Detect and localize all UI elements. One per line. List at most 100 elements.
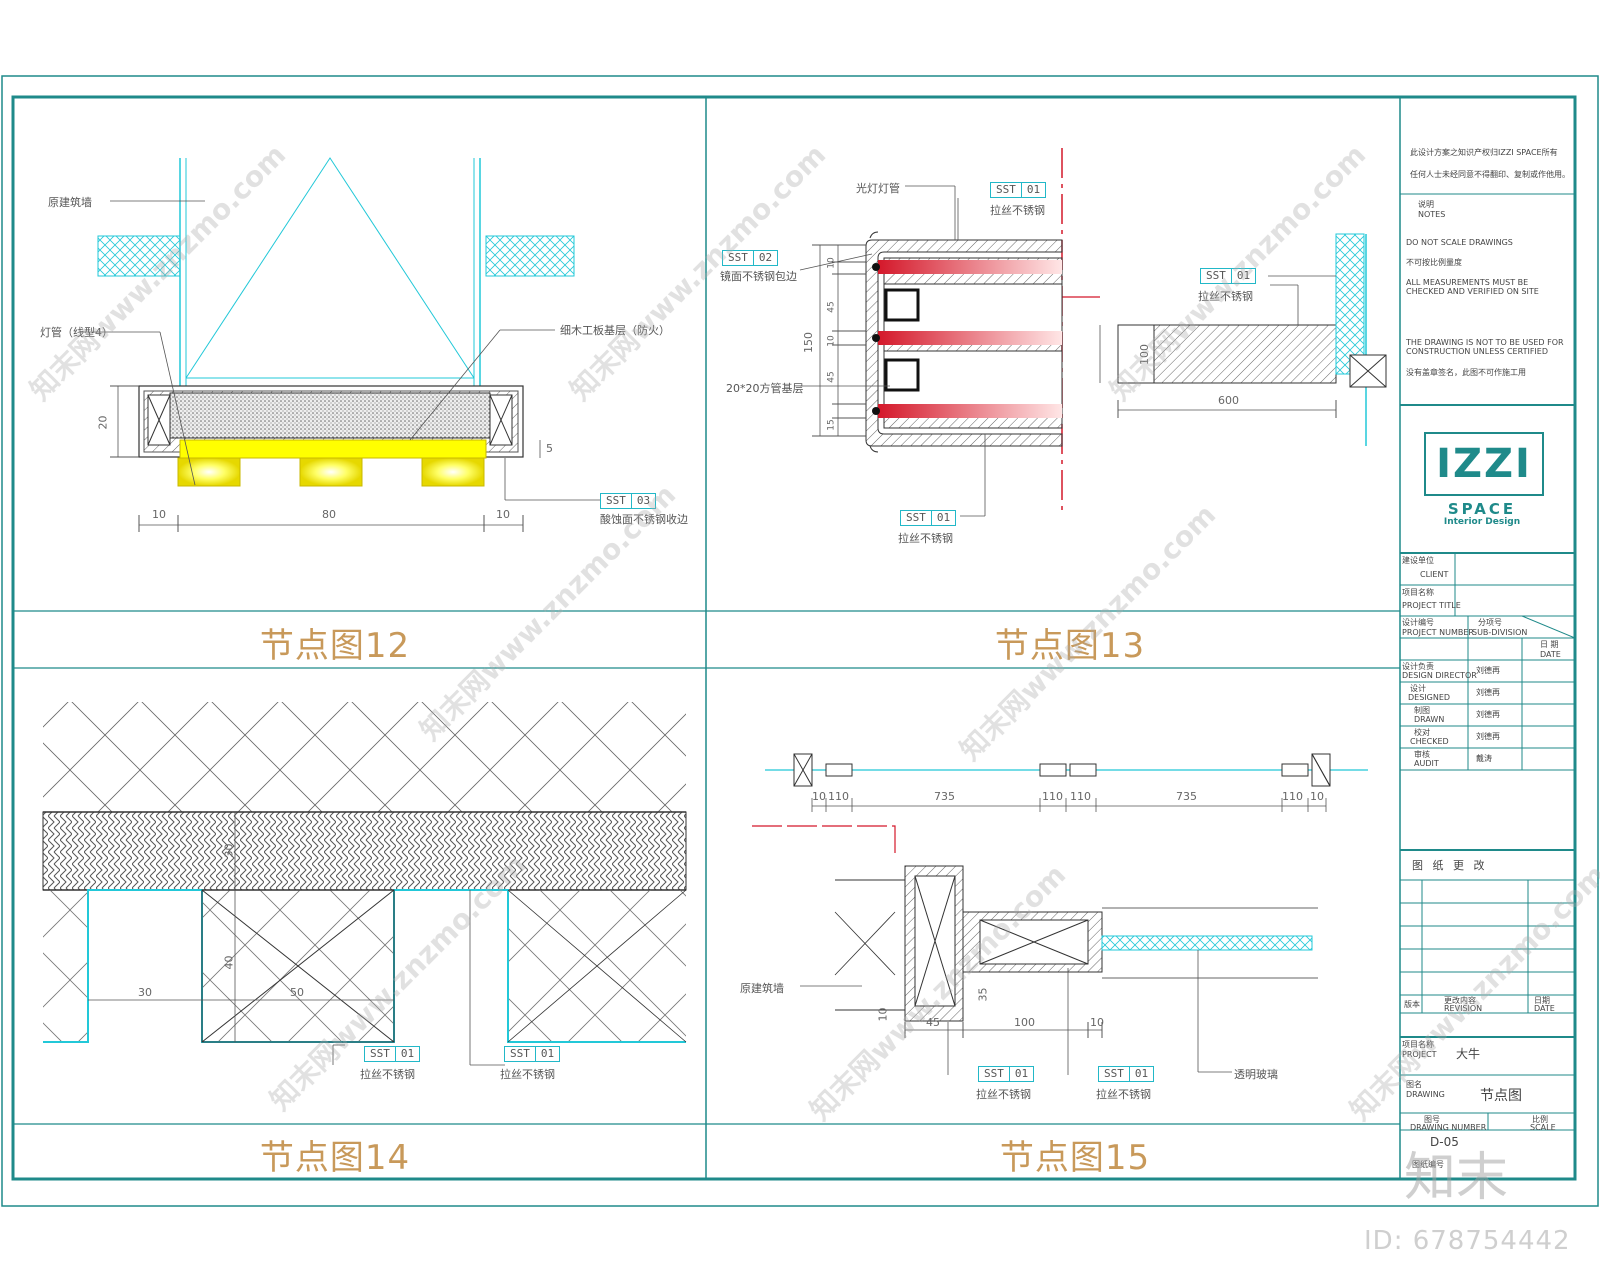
p12-dim-right: 10: [496, 508, 510, 521]
tb-drawing-val: 节点图: [1480, 1088, 1522, 1104]
title-block-grid: [1400, 193, 1576, 1131]
p15-sst2-text: 拉丝不锈钢: [1096, 1088, 1151, 1101]
tb-scale-en: SCALE: [1530, 1123, 1556, 1132]
p15-dim-top-1: 110: [828, 790, 849, 803]
caption-detail-12: 节点图12: [259, 626, 411, 666]
tb-row-drawn-en: DRAWN: [1414, 715, 1445, 724]
tb-note-2: 任何人士未经同意不得翻印、复制或作他用。: [1410, 170, 1570, 179]
tb-row-director-cn: 设计负责: [1402, 662, 1434, 671]
tb-row-director-val: 刘德再: [1476, 666, 1500, 675]
p12-sst-text: 酸蚀面不锈钢收边: [600, 513, 688, 526]
tb-notes2-2: ALL MEASUREMENTS MUST BE CHECKED AND VER…: [1406, 278, 1539, 296]
tb-project-title-en: PROJECT TITLE: [1402, 601, 1461, 610]
caption-detail-15: 节点图15: [999, 1138, 1151, 1178]
p15-dim-top-7: 10: [1310, 790, 1324, 803]
p15-dim-e: 10: [876, 1007, 890, 1022]
p12-dim-mid: 80: [322, 508, 336, 521]
tb-notes2-0: DO NOT SCALE DRAWINGS: [1406, 238, 1513, 247]
tb-project-number-cn: 设计编号: [1402, 618, 1434, 627]
tb-rev-foot-desc-en: REVISION: [1444, 1004, 1483, 1013]
tb-client-en: CLIENT: [1420, 570, 1449, 579]
detail-13-drawing: [799, 148, 1387, 517]
p13-sst-top-text: 拉丝不锈钢: [990, 204, 1045, 217]
tb-row-designed-cn: 设计: [1410, 684, 1426, 693]
p13-dim-h: 100: [1138, 344, 1151, 365]
watermark-id: ID: 678754442: [1364, 1226, 1571, 1256]
p15-dim-b: 100: [1014, 1016, 1035, 1029]
tb-client-cn: 建设单位: [1402, 556, 1434, 565]
tb-row-drawn-cn: 制图: [1414, 706, 1430, 715]
tb-project-number-en: PROJECT NUMBER: [1402, 628, 1474, 637]
p12-lamp-label: 灯管（线型4）: [40, 326, 113, 339]
tb-rev-foot-cn: 版本: [1404, 1000, 1420, 1009]
outer-frame: [1, 75, 1599, 1207]
tb-extra-small: 图纸编号: [1412, 1160, 1444, 1169]
company-logo-sub1: SPACE: [1447, 500, 1517, 518]
p13-pipe-label: 20*20方管基层: [726, 382, 804, 395]
p15-dim-c: 10: [1090, 1016, 1104, 1029]
p15-dim-a: 45: [926, 1016, 940, 1029]
tb-rev-foot-desc: 更改内容: [1444, 996, 1476, 1005]
tb-row-audit-en: AUDIT: [1414, 759, 1439, 768]
p15-dim-top-3: 110: [1042, 790, 1063, 803]
p13-sst-left-text: 镜面不锈钢包边: [720, 270, 797, 283]
tb-row-audit-cn: 审核: [1414, 750, 1430, 759]
tb-revision-title: 图 纸 更 改: [1412, 859, 1488, 872]
p13-light-label: 光灯灯管: [856, 182, 900, 195]
detail-12-drawing: [80, 157, 600, 532]
p15-sst1-text: 拉丝不锈钢: [976, 1088, 1031, 1101]
p12-dim-h: 20: [96, 415, 110, 430]
tb-project-en: PROJECT: [1402, 1050, 1437, 1059]
tb-row-checked-cn: 校对: [1414, 728, 1430, 737]
detail-14-drawing: [42, 702, 687, 1066]
tb-project-title-cn: 项目名称: [1402, 588, 1434, 597]
tb-note-head-en: NOTES: [1418, 210, 1446, 219]
tb-row-audit-val: 戴涛: [1476, 754, 1492, 763]
caption-detail-13: 节点图13: [994, 626, 1146, 666]
tb-date-cn: 日 期: [1540, 640, 1559, 649]
p12-dim-left: 10: [152, 508, 166, 521]
p14-sst2-text: 拉丝不锈钢: [500, 1068, 555, 1081]
p15-dim-d: 35: [976, 987, 990, 1002]
tb-rev-foot-date: 日期: [1534, 996, 1550, 1005]
p14-dim-b: 50: [290, 986, 304, 999]
tb-row-director-en: DESIGN DIRECTOR: [1402, 671, 1477, 680]
p13-dim-w: 600: [1218, 394, 1239, 407]
p13-sst-bottom-text: 拉丝不锈钢: [898, 532, 953, 545]
tb-project-cn: 项目名称: [1402, 1040, 1434, 1049]
tb-notes2-1: 不可按比例量度: [1406, 258, 1462, 267]
tb-drawing-no-val: D-05: [1430, 1135, 1459, 1149]
tb-row-designed-val: 刘德再: [1476, 688, 1500, 697]
tb-row-drawn-val: 刘德再: [1476, 710, 1500, 719]
p15-dim-top-5: 735: [1176, 790, 1197, 803]
p15-dim-top-6: 110: [1282, 790, 1303, 803]
tb-row-checked-val: 刘德再: [1476, 732, 1500, 741]
tb-note-head-cn: 说明: [1418, 200, 1434, 209]
p13-dim-g: 15: [826, 419, 837, 431]
p13-dim-d: 10: [826, 335, 837, 347]
company-logo: IZZI: [1424, 432, 1544, 496]
tb-row-designed-en: DESIGNED: [1408, 693, 1451, 702]
tb-notes2-3: THE DRAWING IS NOT TO BE USED FOR CONSTR…: [1406, 338, 1564, 356]
tb-drawing-en: DRAWING: [1406, 1090, 1445, 1099]
p14-dim-d: 30: [222, 843, 236, 858]
p12-wall-label: 原建筑墙: [48, 196, 92, 209]
p15-dim-top-2: 735: [934, 790, 955, 803]
p15-dim-top-4: 110: [1070, 790, 1091, 803]
p13-dim-total: 150: [802, 332, 815, 353]
p12-dim-gap: 5: [546, 442, 553, 455]
tb-scale-cn: 比例: [1532, 1115, 1548, 1124]
tb-drawing-no-en: DRAWING NUMBER: [1410, 1123, 1487, 1132]
tb-notes2-4: 没有盖章签名，此图不可作施工用: [1406, 368, 1526, 377]
p14-sst1-text: 拉丝不锈钢: [360, 1068, 415, 1081]
tb-drawing-cn: 图名: [1406, 1080, 1422, 1089]
p12-board-label: 细木工板基层（防火）: [560, 324, 670, 337]
p14-dim-a: 30: [138, 986, 152, 999]
